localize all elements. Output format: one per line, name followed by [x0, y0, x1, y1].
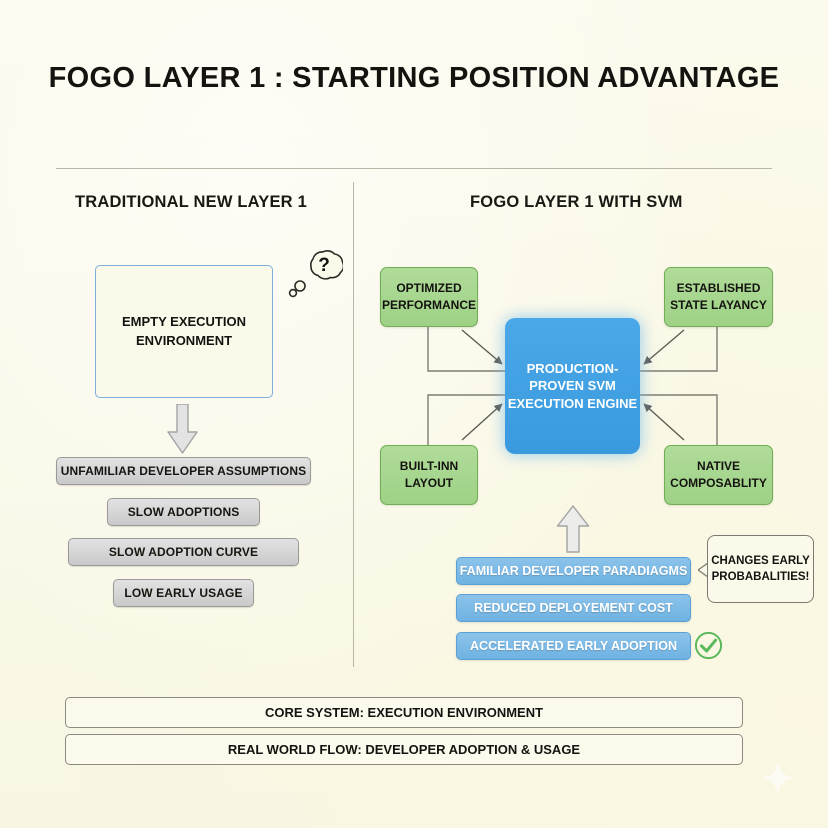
right-outcome-bar: REDUCED DEPLOYEMENT COST: [456, 594, 691, 622]
center-node-production-proven-svm-execution-engine: PRODUCTION-PROVEN SVM EXECUTION ENGINE: [505, 318, 640, 454]
left-outcome-bar: UNFAMILIAR DEVELOPER ASSUMPTIONS: [56, 457, 311, 485]
footer-bar-real-world-flow: REAL WORLD FLOW: DEVELOPER ADOPTION & US…: [65, 734, 743, 765]
thought-bubble-glyph: ?: [318, 255, 330, 276]
downward-flow-arrow-icon: [167, 404, 198, 454]
footer-bar-core-system: CORE SYSTEM: EXECUTION ENVIRONMENT: [65, 697, 743, 728]
feature-node-label: BUILT-INN LAYOUT: [399, 459, 459, 490]
center-node-label: PRODUCTION-PROVEN SVM EXECUTION ENGINE: [507, 361, 638, 411]
empty-execution-environment-box: EMPTY EXECUTION ENVIRONMENT: [95, 265, 273, 398]
left-outcome-bar: SLOW ADOPTIONS: [107, 498, 260, 526]
left-outcome-bar: SLOW ADOPTION CURVE: [68, 538, 299, 566]
page-title: FOGO LAYER 1 : STARTING POSITION ADVANTA…: [48, 62, 780, 94]
feature-node-established-state-layancy: ESTABLISHED STATE LAYANCY: [664, 267, 773, 327]
left-outcome-bar: LOW EARLY USAGE: [113, 579, 254, 607]
callout-tail-icon: [698, 563, 708, 577]
sparkle-watermark-icon: [762, 762, 794, 794]
feature-node-native-composablity: NATIVE COMPOSABLITY: [664, 445, 773, 505]
feature-node-label: NATIVE COMPOSABLITY: [670, 459, 767, 490]
column-divider: [353, 182, 354, 667]
callout-changes-early-probabalities: CHANGES EARLY PROBABALITIES!: [698, 535, 814, 603]
callout-body: CHANGES EARLY PROBABALITIES!: [707, 535, 814, 603]
right-column-heading: FOGO LAYER 1 WITH SVM: [470, 193, 683, 211]
feature-node-built-inn-layout: BUILT-INN LAYOUT: [380, 445, 478, 505]
right-outcome-bar: ACCELERATED EARLY ADOPTION: [456, 632, 691, 660]
feature-node-optimized-performance: OPTIMIZED PERFORMANCE: [380, 267, 478, 327]
feature-node-label: ESTABLISHED STATE LAYANCY: [670, 281, 767, 312]
header-divider: [56, 168, 772, 169]
feature-node-label: OPTIMIZED PERFORMANCE: [381, 281, 476, 312]
upward-flow-arrow-icon: [556, 505, 590, 553]
left-column-heading: TRADITIONAL NEW LAYER 1: [75, 193, 307, 211]
right-outcome-bar: FAMILIAR DEVELOPER PARADIAGMS: [456, 557, 691, 585]
check-circle-icon: [694, 631, 723, 660]
callout-label: CHANGES EARLY PROBABALITIES!: [711, 554, 810, 583]
thought-bubble-icon: ?: [288, 250, 343, 298]
empty-execution-environment-label: EMPTY EXECUTION ENVIRONMENT: [121, 313, 246, 348]
